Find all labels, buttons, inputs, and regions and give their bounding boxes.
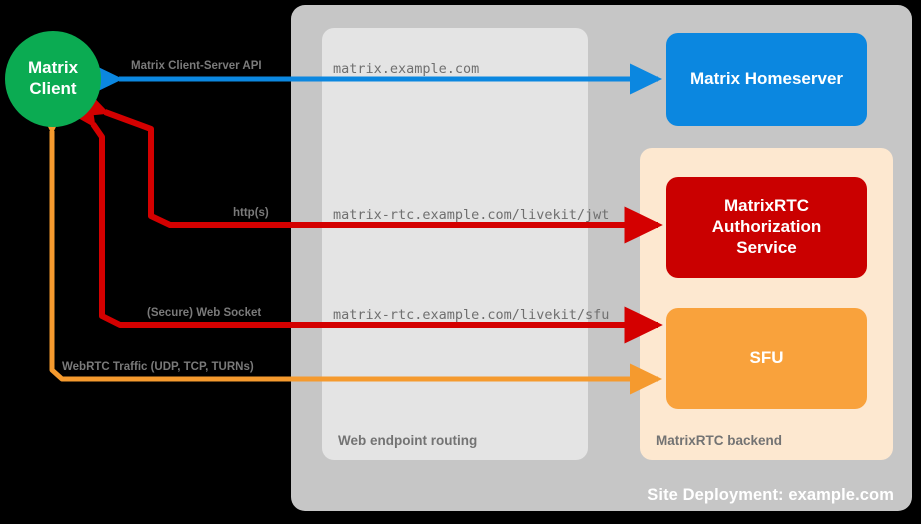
edge-label-webrtc-traffic: WebRTC Traffic (UDP, TCP, TURNs) [62, 361, 254, 373]
endpoint-label-livekit-sfu: matrix-rtc.example.com/livekit/sfu [333, 307, 610, 323]
edge-label-secure-web-socket: (Secure) Web Socket [147, 307, 262, 319]
node-matrix-homeserver[interactable]: Matrix Homeserver [666, 33, 867, 126]
endpoint-label-livekit-jwt: matrix-rtc.example.com/livekit/jwt [333, 207, 610, 223]
edge-label-http-s: http(s) [233, 207, 269, 219]
auth-service-label-line2: Authorization [711, 217, 822, 237]
sfu-label: SFU [749, 348, 784, 368]
web-endpoint-routing-label: Web endpoint routing [338, 433, 478, 448]
node-matrix-client[interactable]: Matrix Client [5, 31, 101, 127]
site-deployment-label: Site Deployment: example.com [647, 486, 894, 504]
edge-label-matrix-client-server-api: Matrix Client-Server API [131, 60, 262, 72]
matrix-client-label-line2: Client [29, 79, 77, 98]
matrix-client-label-line1: Matrix [27, 58, 79, 78]
matrixrtc-backend-label: MatrixRTC backend [656, 433, 783, 448]
matrix-homeserver-label: Matrix Homeserver [689, 69, 844, 89]
endpoint-label-matrix-example-com: matrix.example.com [333, 61, 480, 77]
node-sfu[interactable]: SFU [666, 308, 867, 409]
node-matrixrtc-authorization-service[interactable]: MatrixRTC Authorization Service [666, 177, 867, 278]
web-endpoint-routing-container: Web endpoint routing [322, 28, 588, 460]
auth-service-label: MatrixRTC Authorization Service [712, 196, 822, 258]
auth-service-label-line3: Service [736, 237, 797, 257]
matrix-client-label: Matrix Client [28, 58, 78, 99]
auth-service-label-line1: MatrixRTC [723, 196, 809, 216]
